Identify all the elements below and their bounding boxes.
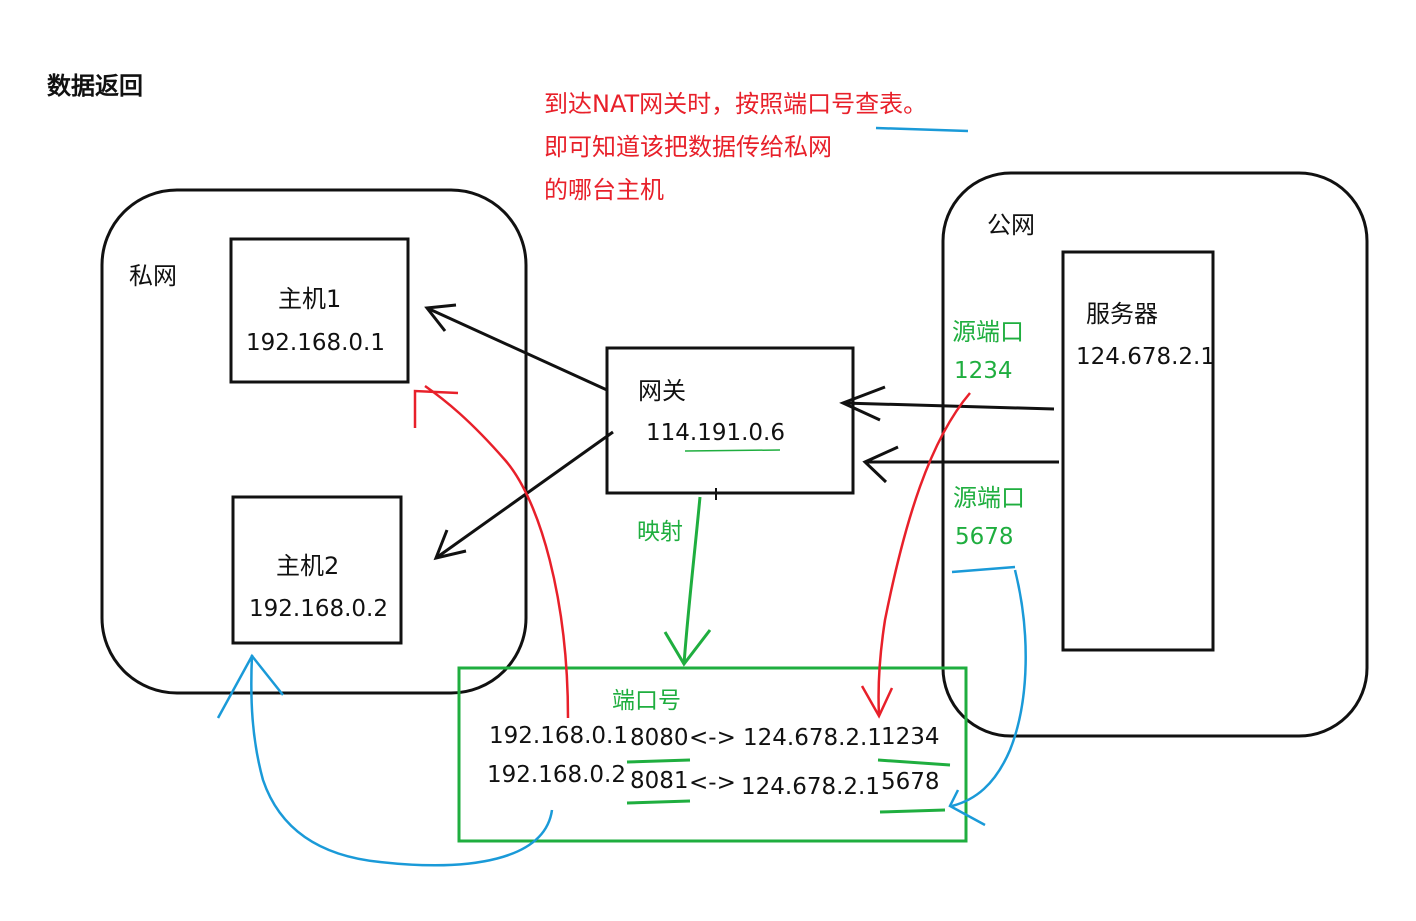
red-lookup-path-to-table — [860, 392, 971, 719]
host2-ip: 192.168.0.2 — [249, 596, 388, 622]
host1-ip: 192.168.0.1 — [246, 330, 385, 356]
blue-path-to-host2 — [216, 653, 554, 867]
row1-public-port: 1234 — [881, 724, 940, 750]
row2-arrow: <-> — [689, 770, 736, 796]
public-net-region — [941, 171, 1369, 738]
host1-name: 主机1 — [278, 285, 342, 313]
gateway-to-host2-arrow — [433, 430, 614, 561]
red-path-to-host1 — [413, 384, 570, 719]
server-to-gateway-arrow-2 — [862, 445, 1059, 484]
gateway-ip-underline — [684, 449, 781, 452]
row2-public-port: 5678 — [881, 769, 940, 795]
src-port2-value: 5678 — [955, 524, 1014, 550]
row1-private-port: 8080 — [630, 725, 689, 751]
private-net-region — [100, 188, 528, 695]
port-table-title: 端口号 — [612, 688, 681, 714]
mapping-label: 映射 — [637, 519, 683, 545]
port-table-box — [457, 666, 968, 843]
note-line-1: 到达NAT网关时，按照端口号查表。 — [544, 90, 928, 118]
src-port2-blue-underline — [951, 565, 1016, 574]
src-port1-value: 1234 — [954, 358, 1013, 384]
row2-public-ip: 124.678.2.1 — [741, 774, 880, 800]
row1-private-ip: 192.168.0.1 — [489, 723, 628, 749]
mapping-arrow — [663, 496, 712, 667]
server-to-gateway-arrow-1 — [839, 385, 1055, 422]
gateway-box — [605, 346, 855, 495]
row1-arrow: <-> — [689, 725, 736, 751]
row2-private-port: 8081 — [630, 768, 689, 794]
gateway-to-host1-arrow — [424, 303, 608, 392]
note-line-2: 即可知道该把数据传给私网 — [544, 133, 832, 161]
note-blue-underline — [875, 126, 969, 133]
server-ip: 124.678.2.1 — [1076, 344, 1215, 370]
src-port1-label: 源端口 — [952, 318, 1024, 346]
page-title: 数据返回 — [47, 72, 143, 100]
row1-public-ip: 124.678.2.1 — [743, 725, 882, 751]
src-port2-label: 源端口 — [953, 484, 1025, 512]
gateway-ip: 114.191.0.6 — [646, 420, 785, 446]
port-8081-underline — [626, 799, 691, 805]
port-8080-underline — [626, 758, 691, 764]
host2-box — [231, 495, 403, 645]
row2-private-ip: 192.168.0.2 — [487, 762, 626, 788]
port-5678-underline — [879, 808, 946, 814]
port-1234-underline — [877, 758, 951, 767]
server-box — [1061, 250, 1215, 652]
host1-box — [229, 237, 410, 384]
note-line-3: 的哪台主机 — [544, 176, 664, 204]
private-net-label: 私网 — [129, 262, 177, 290]
public-net-label: 公网 — [987, 211, 1035, 239]
gateway-name: 网关 — [638, 377, 686, 405]
host2-name: 主机2 — [276, 552, 340, 580]
server-name: 服务器 — [1086, 300, 1158, 328]
blue-path-to-table — [948, 569, 1027, 827]
